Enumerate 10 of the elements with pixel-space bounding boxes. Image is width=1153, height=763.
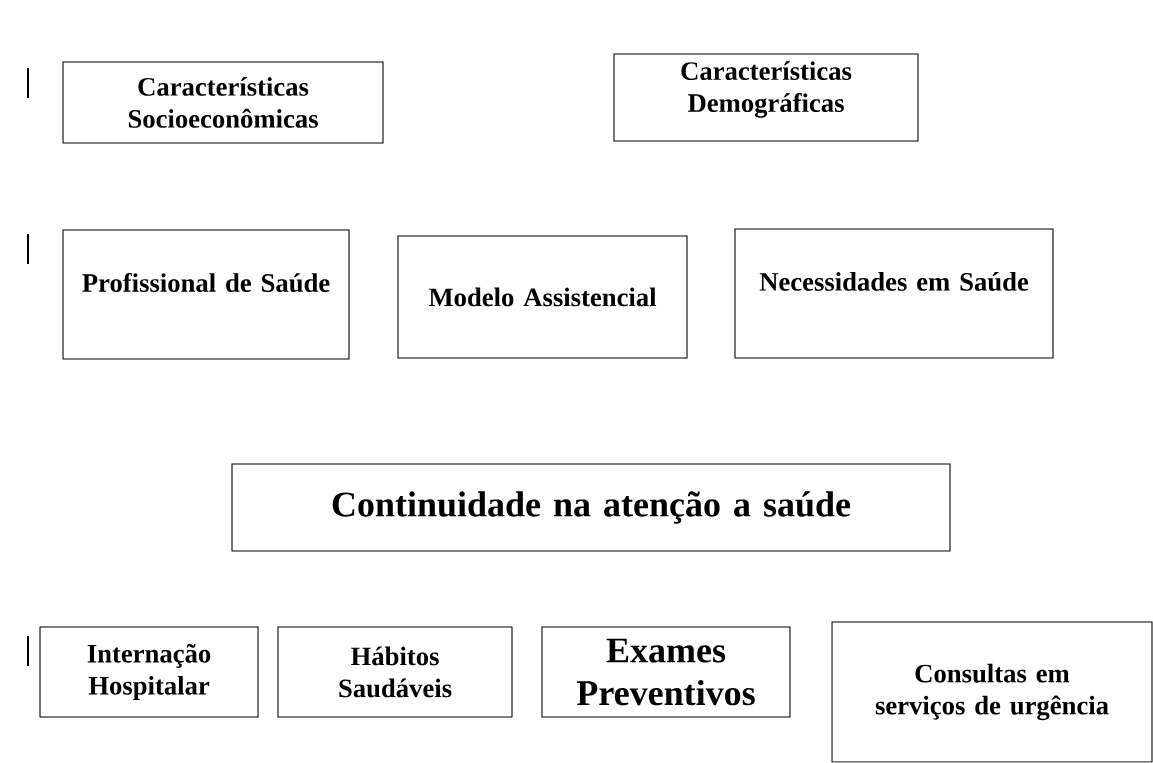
text-box: Características Socioeconômicas: [62, 61, 384, 144]
text-box: Características Demográficas: [613, 53, 919, 142]
text-box: Modelo Assistencial: [397, 235, 688, 359]
text-box: Exames Preventivos: [541, 626, 791, 718]
text-box: Internação Hospitalar: [39, 626, 259, 718]
text-box: Consultas em serviços de urgência: [831, 621, 1153, 763]
text-box: Hábitos Saudáveis: [277, 626, 513, 718]
text-box: Profissional de Saúde: [62, 229, 350, 360]
text-box: Continuidade na atenção a saúde: [231, 463, 951, 552]
text-box: Necessidades em Saúde: [734, 228, 1054, 359]
